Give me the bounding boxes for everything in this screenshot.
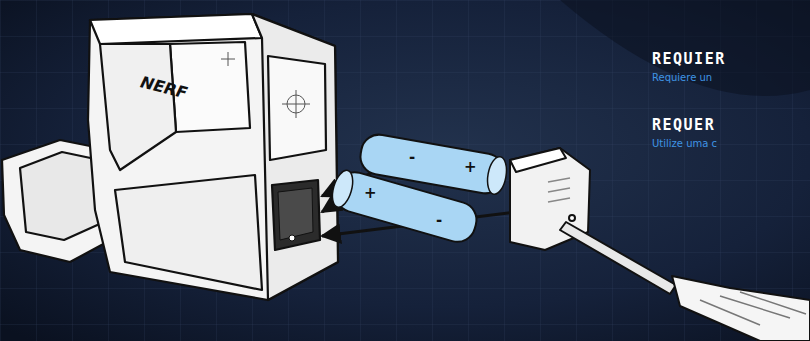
side-face bbox=[252, 14, 338, 300]
shade bbox=[560, 0, 810, 96]
front-bevel bbox=[100, 44, 176, 170]
polarity-mark: - bbox=[436, 213, 442, 228]
polarity-mark: + bbox=[364, 186, 377, 201]
polarity-mark: + bbox=[464, 160, 477, 175]
lens-window bbox=[268, 56, 326, 160]
screw-hole bbox=[289, 235, 295, 241]
note-text: Utilize uma c bbox=[652, 139, 717, 149]
crosshairs bbox=[221, 52, 310, 118]
polarity-mark: - bbox=[409, 150, 415, 165]
note-text: Requiere un bbox=[652, 73, 712, 83]
lower-face bbox=[115, 175, 262, 290]
top-face bbox=[90, 14, 262, 44]
heading-text: REQUER bbox=[652, 118, 715, 133]
screwdriver bbox=[560, 222, 810, 341]
sight-device bbox=[2, 14, 338, 300]
body bbox=[88, 14, 338, 300]
battery-compartment bbox=[272, 180, 320, 250]
heading-text: REQUIER bbox=[652, 52, 726, 67]
battery bbox=[328, 167, 480, 246]
compartment-inner bbox=[278, 188, 313, 240]
